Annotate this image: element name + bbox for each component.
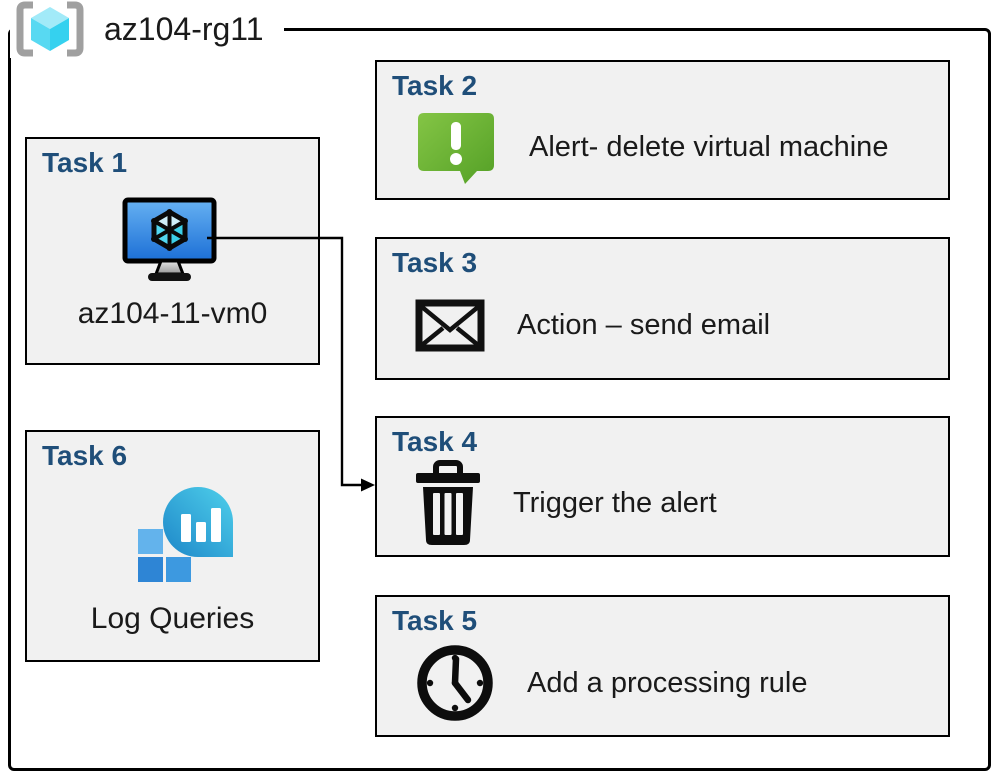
email-envelope-icon [415, 299, 485, 352]
task-4-label: Trigger the alert [513, 487, 717, 519]
task-4-title: Task 4 [392, 426, 478, 457]
trash-delete-icon [415, 459, 481, 548]
task-2-title: Task 2 [392, 70, 478, 101]
log-analytics-icon [135, 484, 235, 584]
task-1-box: Task 1 [25, 137, 320, 365]
task-5-label: Add a processing rule [527, 666, 808, 699]
task-3-label: Action – send email [517, 309, 771, 341]
task-5-title: Task 5 [392, 605, 478, 636]
clock-schedule-icon [415, 643, 495, 723]
task-2-box: Task 2 Alert- delete virtual machine [375, 60, 950, 200]
task-2-label: Alert- delete virtual machine [529, 130, 889, 163]
task-5-box: Task 5 Add a processing rule [375, 595, 950, 737]
task-3-title: Task 3 [392, 247, 478, 278]
virtual-machine-icon [122, 197, 217, 282]
task-1-label: az104-11-vm0 [77, 297, 268, 330]
task-6-label: Log Queries [90, 602, 255, 635]
task-6-box: Task 6 Log Queries [25, 430, 320, 662]
resource-group-header: az104-rg11 [10, 0, 284, 58]
resource-group-icon [12, 0, 88, 58]
task-6-title: Task 6 [42, 440, 128, 471]
alert-message-icon [415, 109, 497, 186]
resource-group-name: az104-rg11 [104, 10, 264, 47]
task-3-box: Task 3 Action – send email [375, 237, 950, 380]
task-1-title: Task 1 [42, 147, 128, 178]
task-4-box: Task 4 Trigger the alert [375, 416, 950, 557]
